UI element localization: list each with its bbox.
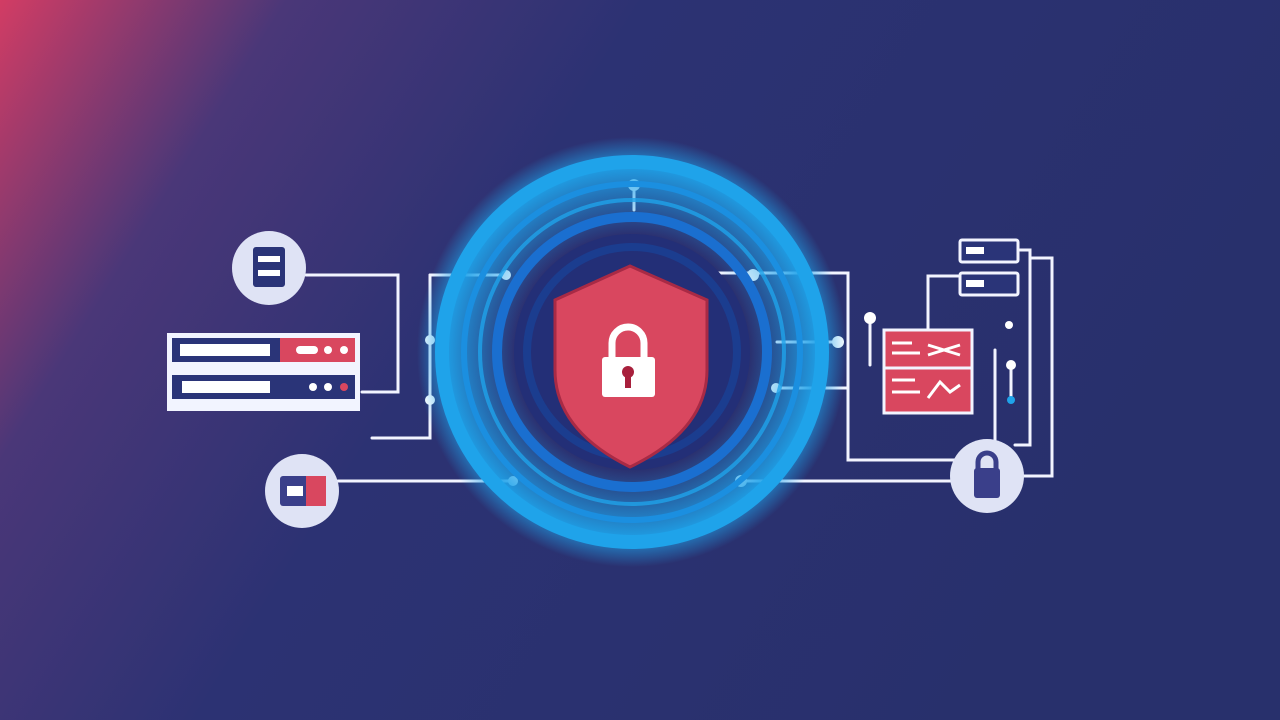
shield-lock-icon <box>553 264 709 469</box>
server-badge-icon <box>232 231 306 305</box>
padlock-badge-icon <box>950 439 1024 513</box>
document-panel-icon <box>882 328 974 415</box>
id-card-icon <box>265 454 339 528</box>
server-units-icon <box>958 238 1020 297</box>
server-rack-icon <box>167 333 360 411</box>
